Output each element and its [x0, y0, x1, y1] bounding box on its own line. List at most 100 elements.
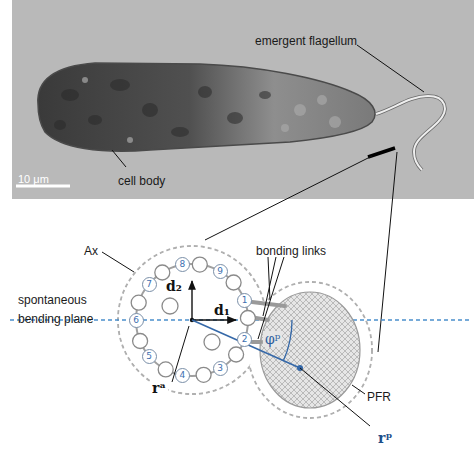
cell-granules: [54, 120, 66, 130]
flagellum-edge: [376, 96, 445, 170]
cell-granules: [142, 103, 158, 117]
callout-label-text: PFR: [367, 390, 391, 404]
cell-granules: [54, 79, 271, 137]
callout-label-text: emergent flagellum: [255, 34, 357, 48]
callout-label: cell body: [118, 170, 165, 189]
flagellum: [376, 96, 445, 170]
cell-vesicles: [281, 124, 289, 132]
b-tubule: [131, 295, 146, 310]
angle-symbol-text: φᵖ: [263, 331, 282, 347]
cell-vesicles: [82, 77, 88, 83]
vector-symbol: d₂: [166, 276, 182, 295]
callout-label: Ax: [84, 240, 98, 259]
leader-line: [172, 326, 189, 382]
leader-line: [102, 252, 134, 272]
vector-symbol-text: rᵖ: [376, 430, 394, 446]
central-pair: [162, 298, 178, 314]
cell-granules: [88, 115, 102, 125]
magnification-lines: [378, 152, 397, 352]
bonding-link: [252, 340, 261, 344]
plane-label-text: spontaneous bending plane: [18, 293, 93, 326]
cell-vesicles: [329, 116, 341, 128]
cell-granules: [110, 79, 130, 91]
callout-label-text: cell body: [118, 174, 165, 188]
basis-vector: [192, 281, 236, 320]
doublet-number: 3: [217, 364, 223, 373]
a-tubule: 4: [175, 368, 190, 383]
b-tubule: [131, 257, 255, 382]
leader-line: [357, 45, 424, 92]
angle-arc: [283, 320, 292, 361]
a-tubule: 7: [142, 277, 157, 292]
callout-label: PFR: [367, 386, 391, 405]
b-tubule: [133, 334, 148, 349]
leader-line: [352, 385, 365, 394]
vector-symbol-text: d₂: [166, 278, 182, 294]
leader-line: [258, 257, 284, 339]
vector-symbol-text: rᵃ: [150, 380, 168, 396]
bonding-link: [256, 318, 268, 320]
b-tubule: [229, 347, 244, 362]
doublet-number: 1: [242, 296, 248, 305]
central-pair: [162, 298, 220, 350]
vector-symbol-text: d₁: [214, 302, 230, 318]
doublet-number: 7: [146, 280, 152, 289]
b-tubule: [192, 257, 207, 272]
angle-symbol: φᵖ: [263, 329, 282, 348]
callout-label-text: bonding links: [256, 244, 326, 258]
vector-symbol: rᵃ: [150, 378, 168, 397]
callout-label: bonding links: [256, 240, 326, 259]
b-tubule: [196, 367, 211, 382]
micrograph-ground: [12, 0, 474, 199]
basis-vector: [192, 319, 236, 320]
doublet-number: 2: [242, 335, 248, 344]
doublet-number: 9: [217, 267, 223, 276]
doublet-number: 5: [146, 352, 152, 361]
callout-label-text: Ax: [84, 244, 98, 258]
a-tubule: 6: [129, 313, 144, 328]
vector-symbol: rᵖ: [376, 428, 394, 447]
central-pair: [204, 334, 220, 350]
doublet-number: 6: [133, 316, 139, 325]
flagellum-outline: [118, 246, 372, 418]
flagellum-outline: [248, 282, 372, 418]
a-tubule: 5: [142, 349, 157, 364]
leader-line: [263, 257, 276, 316]
basis-vector: [191, 281, 192, 320]
a-tubule: 3: [213, 361, 228, 376]
callout-label: emergent flagellum: [255, 30, 357, 49]
position-vector: [192, 320, 300, 368]
a-tubule: 9: [213, 264, 228, 279]
cell-granules: [227, 112, 243, 124]
doublet-number: 8: [179, 260, 185, 269]
cell-vesicles: [317, 95, 327, 105]
a-tubule: 1: [237, 293, 252, 308]
cell-granules: [198, 86, 212, 98]
cell-body-shape: [38, 63, 375, 151]
scale-label-text: 10 μm: [18, 173, 49, 185]
flagellum-outline: [249, 283, 371, 417]
cell-vesicles: [82, 77, 341, 143]
a-tubule: 2: [237, 332, 252, 347]
b-tubule: [158, 362, 173, 377]
vector-symbol: d₁: [214, 300, 230, 319]
paraflagellar-rod: [260, 292, 360, 408]
cell-vesicles: [294, 104, 306, 116]
leader-line: [300, 368, 370, 426]
b-tubule: [155, 265, 170, 280]
cell-granules: [259, 91, 271, 99]
micrograph: [12, 0, 474, 199]
doublet-number: 4: [179, 371, 185, 380]
leader-line: [102, 252, 370, 426]
b-tubule: [226, 275, 241, 290]
cell-vesicles: [127, 137, 133, 143]
section-mark: [368, 148, 395, 157]
scale-label: 10 μm: [18, 168, 49, 187]
magnification-lines: [205, 156, 372, 240]
cell-granules: [61, 89, 79, 101]
b-tubule: [240, 311, 255, 326]
a-tubule: 8: [175, 257, 190, 272]
plane-label: spontaneous bending plane: [18, 289, 110, 327]
cell-granules: [171, 127, 189, 137]
